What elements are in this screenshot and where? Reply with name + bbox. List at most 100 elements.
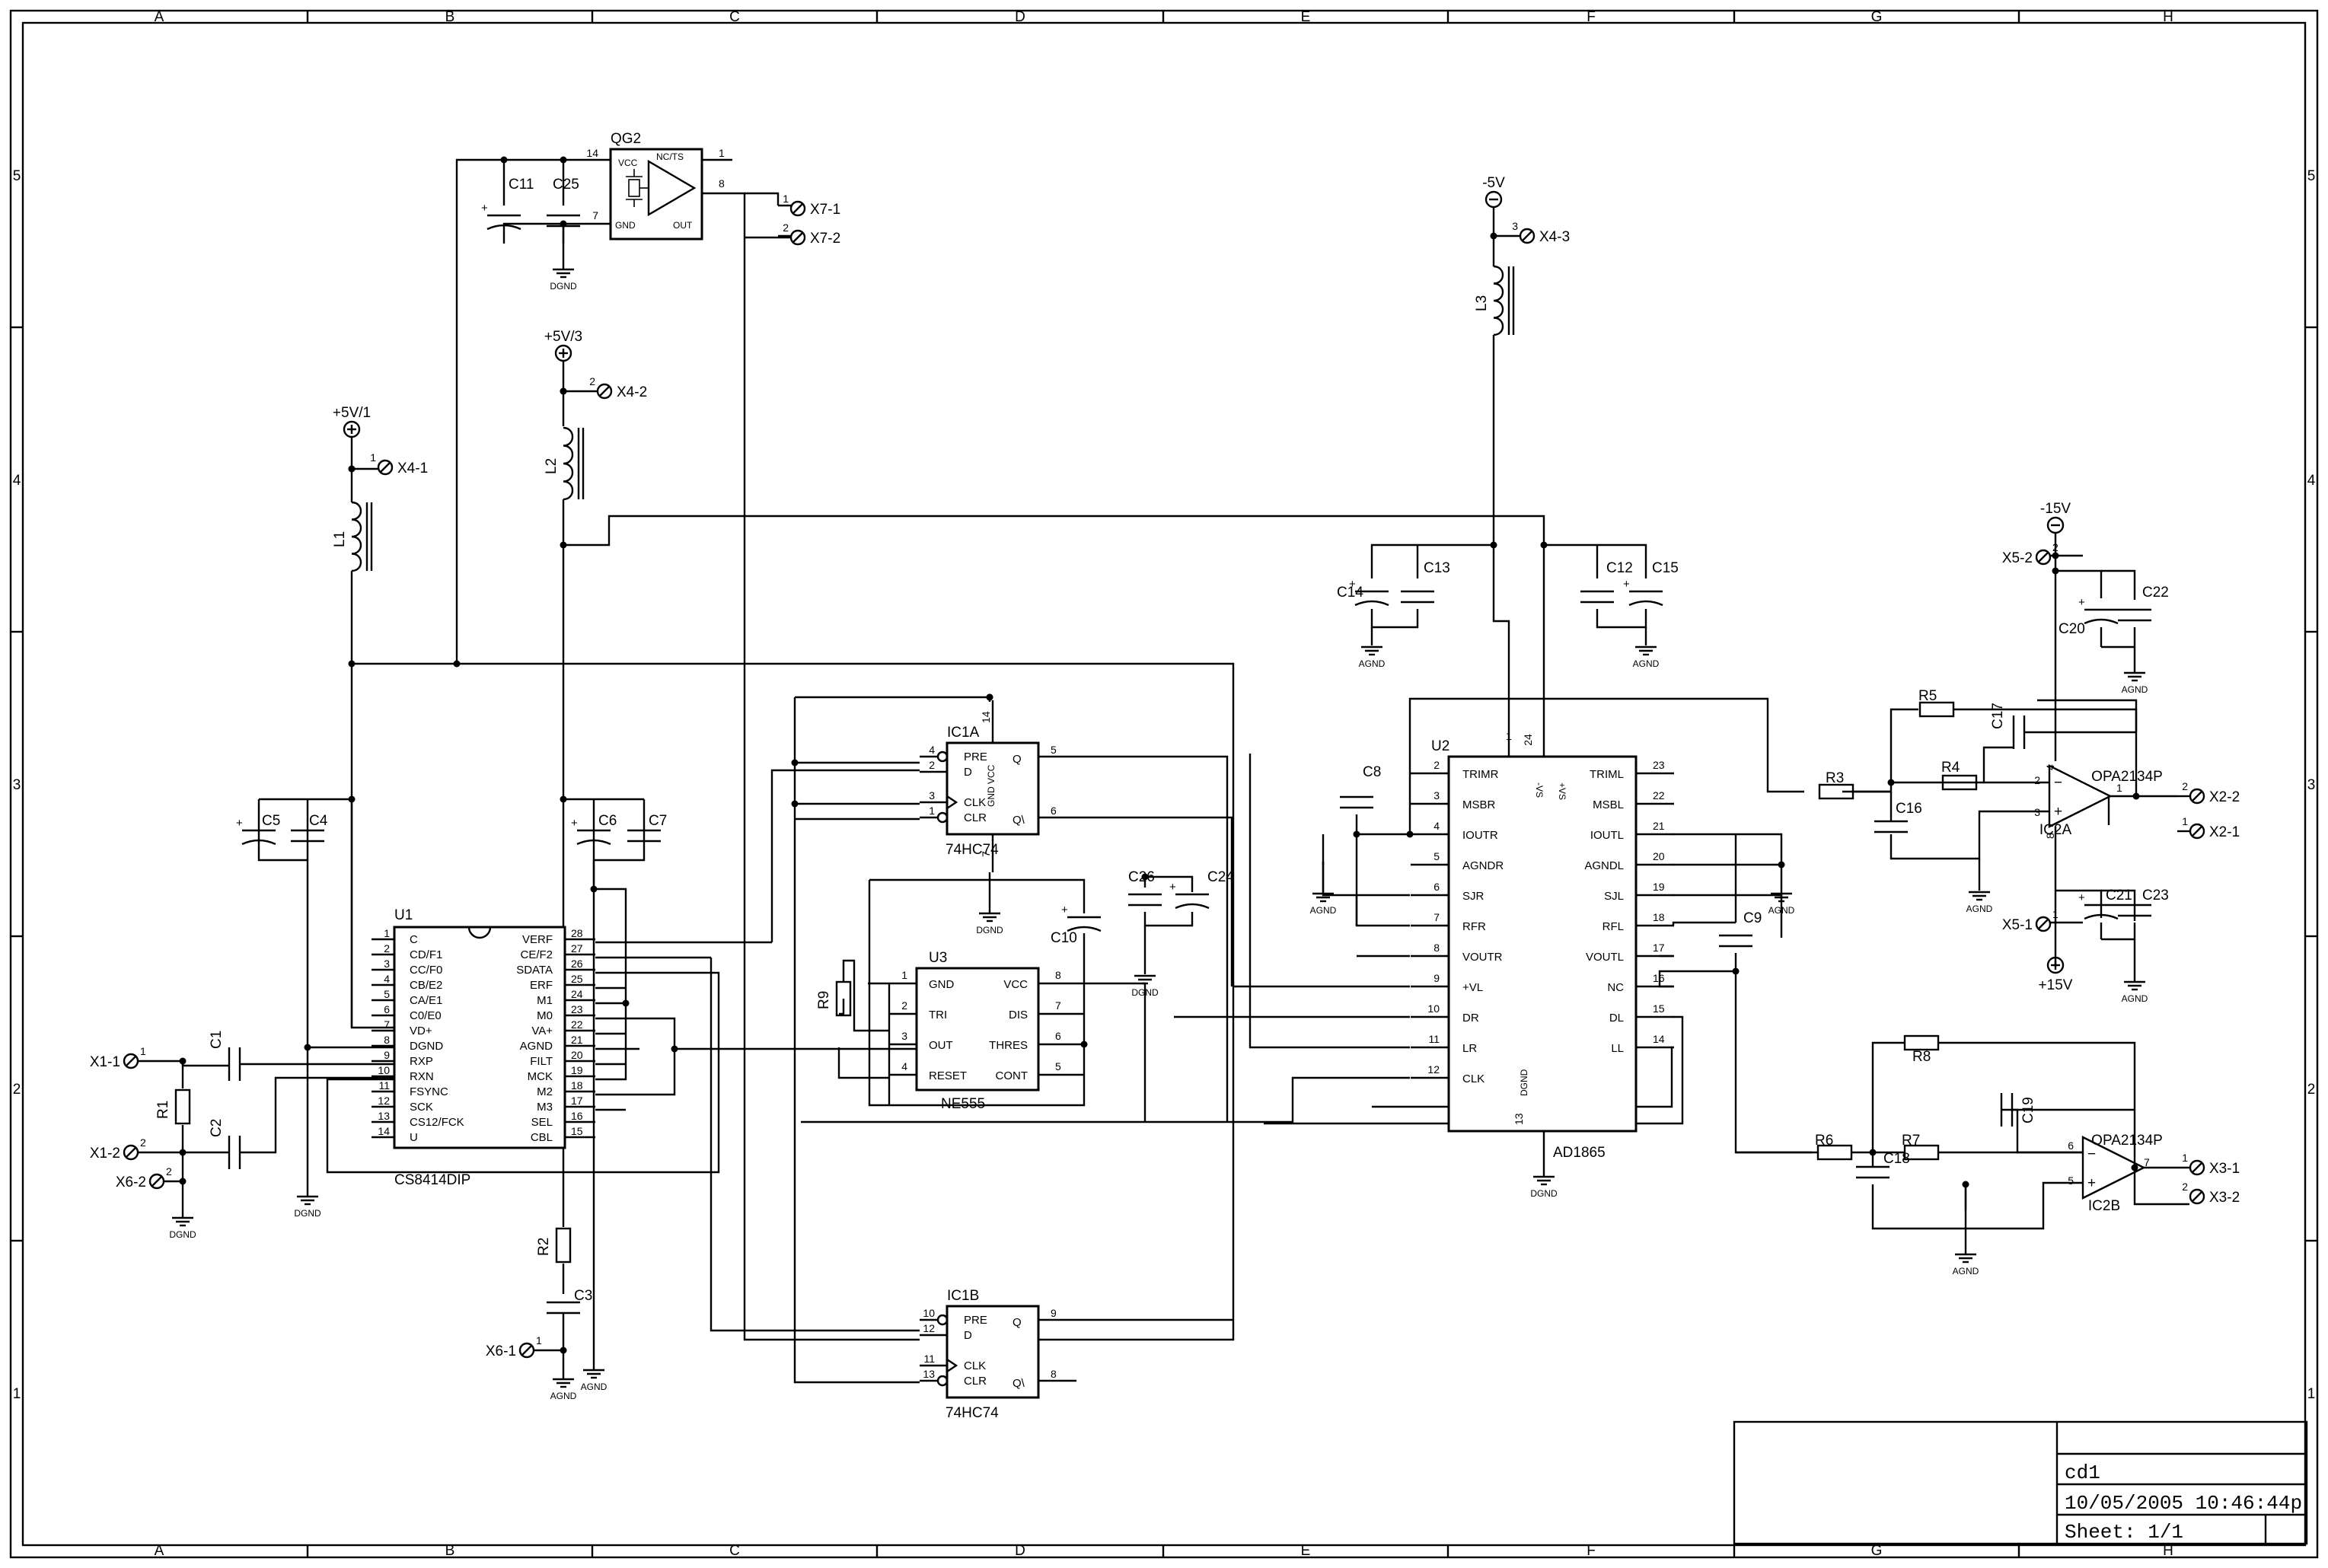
resistor-body [1903,1034,1940,1051]
capacitor-plate-curved [486,224,521,231]
ground-label: AGND [550,1391,577,1401]
ground-label: AGND [1768,905,1795,916]
u2-pin-name: MSBL [1593,798,1624,811]
connector-terminal [123,1144,139,1161]
ground-label: DGND [1530,1188,1558,1199]
flipflop-pin-name: CLR [964,811,987,824]
power-symbol [2046,516,2065,534]
u1-pin-number: 17 [571,1095,583,1107]
grid-row-label-right: 5 [2307,168,2316,184]
wire-trimr-r3 [1408,697,1804,793]
connector-terminal [792,232,803,243]
title-block-border [1733,1420,2308,1545]
junction-dot [791,759,799,766]
u3-pin-number: 2 [901,999,907,1012]
capacitor-label: C25 [553,177,579,193]
connector-label: X3-2 [2209,1190,2240,1206]
grid-row-label-left: 4 [13,473,21,489]
junction-dot [1141,873,1149,881]
junction-dot [1869,1149,1877,1156]
u2-pin-name: +VL [1462,981,1483,994]
connector-pin: 1 [2182,815,2188,827]
capacitor-label: C13 [1424,560,1450,576]
polarity-mark: + [2078,596,2085,609]
u2-pin-name: DGND [1519,1069,1529,1096]
wire [795,696,991,702]
u3-pin-name: RESET [929,1069,967,1082]
flipflop-pin-number: 10 [923,1307,935,1319]
connector-label: X7-1 [810,202,840,218]
flipflop-pin-number: 12 [923,1322,935,1334]
capacitor-label: C20 [2059,621,2085,637]
connector-terminal [596,383,613,400]
capacitor-label: C17 [1990,703,2006,729]
wire [1355,833,1410,926]
u1-pin-number: 28 [571,927,583,939]
grid-row-label-right: 1 [2307,1386,2316,1402]
u3-pin-number: 5 [1055,1060,1061,1072]
flipflop-body [946,741,1040,836]
ic2a-pin-number: 4 [2044,764,2056,770]
connector-terminal [1519,228,1536,244]
connector-terminal [380,462,391,473]
connector-terminal [2192,1162,2202,1173]
connector-terminal [2038,552,2049,563]
ground-label: AGND [1359,658,1386,669]
wire [1890,708,1918,782]
u1-pin-name: M0 [537,1009,553,1022]
connector-label: X1-1 [90,1054,120,1070]
u3-pin-number: 7 [1055,999,1061,1012]
wire [1938,1041,2136,1168]
wire [1871,1181,2083,1230]
inductor-coil [351,501,362,572]
grid-col-label-bottom: C [729,1543,740,1559]
wire [1673,833,1783,938]
u1-pin-name: CBL [531,1131,553,1144]
flipflop-pin-name: CLK [964,1359,986,1372]
u1-pin-number: 24 [571,988,583,1000]
u1-pin-number: 26 [571,958,583,970]
junction-dot [348,465,356,473]
wire [1871,1041,1905,1152]
power-symbol [343,420,361,438]
junction-dot [1353,830,1360,838]
junction-dot [500,156,508,164]
u1-pin-number: 7 [384,1018,390,1031]
connector-label: X7-2 [810,231,840,247]
junction-dot [1962,1181,1969,1188]
u1-pin-name: RXP [410,1055,433,1068]
u2-value: AD1865 [1553,1145,1606,1161]
u2-pin-number: 16 [1653,972,1665,984]
connector-label: X5-1 [2002,917,2033,933]
resistor-label: R7 [1902,1133,1920,1149]
u2-pin-name: -VS [1534,782,1545,798]
inversion-bubble [936,751,949,763]
flipflop-pin-number: 5 [1051,744,1057,756]
u3-pin-name: VCC [1003,978,1028,991]
capacitor-label: C19 [2020,1097,2036,1123]
u2-pin-name: DR [1462,1012,1479,1025]
polarity-mark: + [236,817,243,830]
u1-pin-name: C0/E0 [410,1009,442,1022]
u1-pin-name: M3 [537,1101,553,1114]
capacitor-label: C5 [262,813,280,829]
u1-pin-name: SDATA [516,964,553,977]
ground-label: AGND [2122,684,2148,695]
qg2-ref: QG2 [611,131,641,147]
u1-pin-number: 8 [384,1034,390,1046]
connector-label: X4-3 [1539,229,1570,245]
capacitor-label: C9 [1743,910,1762,926]
flipflop-pin-number: 7 [980,851,992,857]
resistor-label: R3 [1826,770,1844,786]
polarity-mark: + [1623,578,1630,591]
resistor-body [1816,1144,1853,1161]
grid-col-label-bottom: B [445,1543,455,1559]
connector-pin: 3 [1512,220,1518,232]
u1-pin-number: 10 [378,1064,390,1076]
u2-ref: U2 [1431,738,1449,754]
opamp-inv-sign: − [2087,1146,2096,1162]
wire [595,1017,676,1096]
capacitor-label: C21 [2106,888,2132,904]
capacitor-label: C12 [1606,560,1633,576]
